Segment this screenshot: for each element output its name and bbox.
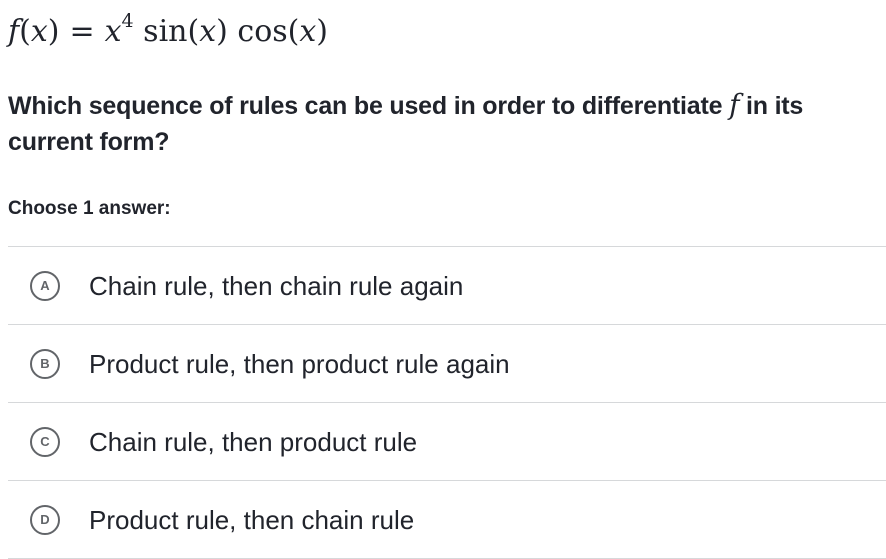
equation-sine-argument: x: [199, 14, 217, 49]
answer-instructions: Choose 1 answer:: [8, 198, 171, 219]
choice-a[interactable]: A Chain rule, then chain rule again: [8, 247, 886, 325]
choice-c-letter-badge: C: [30, 426, 60, 457]
equation-function-name: f: [8, 14, 20, 49]
choice-a-label: Chain rule, then chain rule again: [89, 270, 464, 301]
equation-cosine-argument: x: [299, 14, 317, 49]
choice-b-letter-badge: B: [30, 348, 60, 379]
question-text-start: Which sequence of rules can be used in o…: [8, 92, 723, 120]
equation-equals-sign: =: [69, 14, 95, 49]
question-math-symbol: f: [729, 88, 740, 121]
answer-choices: A Chain rule, then chain rule again B Pr…: [8, 246, 886, 559]
choice-d-label: Product rule, then chain rule: [89, 504, 415, 535]
choice-c-label: Chain rule, then product rule: [89, 426, 418, 457]
choice-d[interactable]: D Product rule, then chain rule: [8, 481, 886, 559]
equation-lhs-argument: x: [30, 14, 48, 49]
question-prompt: Which sequence of rules can be used in o…: [8, 87, 886, 160]
question-text-end: in its current form?: [8, 92, 804, 156]
choice-d-letter-badge: D: [30, 504, 60, 535]
choice-c[interactable]: C Chain rule, then product rule: [8, 403, 886, 481]
equation-sine-function: sin: [143, 14, 188, 49]
equation-power-base: x: [104, 14, 122, 49]
choice-b-label: Product rule, then product rule again: [89, 348, 510, 379]
equation-cosine-function: cos: [237, 14, 288, 49]
function-equation: f(x)=x4 sin(x) cos(x): [8, 10, 329, 50]
equation-exponent: 4: [121, 10, 134, 32]
choice-b[interactable]: B Product rule, then product rule again: [8, 325, 886, 403]
choice-a-letter-badge: A: [30, 270, 60, 301]
